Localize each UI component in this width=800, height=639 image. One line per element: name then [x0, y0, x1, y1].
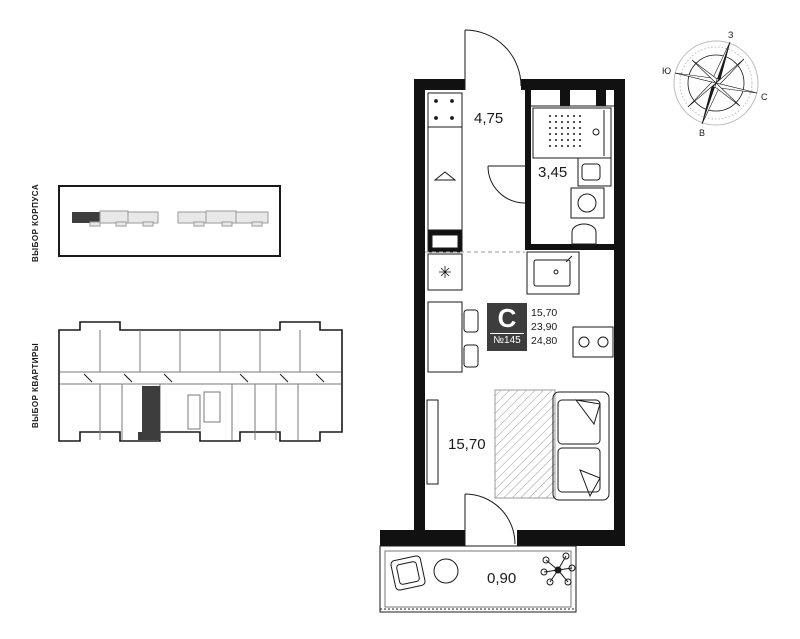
compass-east-label: С: [761, 92, 768, 102]
rug: [494, 389, 556, 499]
compass-icon: [673, 40, 759, 126]
balcony-door: [464, 493, 516, 546]
dining-table: [427, 301, 479, 373]
balcony-armchair: [390, 555, 426, 591]
stove: [572, 326, 614, 358]
balcony: [379, 545, 577, 613]
entrance-door: [464, 29, 522, 90]
compass-south-label: В: [699, 128, 705, 138]
apartment-plan: 4,75 3,45 15,70 0,90: [379, 29, 625, 613]
compass-north-label: З: [728, 30, 733, 40]
room-area-bathroom: 3,45: [538, 164, 567, 181]
sofa: [552, 391, 610, 501]
building-selector[interactable]: [58, 185, 281, 257]
building-selector-label: ВЫБОР КОРПУСА: [31, 184, 40, 262]
building-block-selected[interactable]: [72, 212, 100, 223]
wardrobe: [427, 253, 463, 291]
room-area-balcony: 0,90: [487, 570, 516, 587]
bathroom-door: [487, 165, 526, 204]
balcony-table: [433, 558, 459, 584]
selected-apartment-highlight[interactable]: [138, 386, 160, 440]
apartment-selector-label: ВЫБОР КВАРТИРЫ: [31, 343, 40, 428]
building-block-group-1[interactable]: [89, 210, 159, 227]
washbasin: [577, 157, 612, 187]
apartment-number: №145: [490, 333, 524, 348]
apartment-type: С: [497, 303, 517, 333]
washing-machine: [570, 187, 605, 219]
building-block-group-2[interactable]: [177, 210, 269, 227]
apartment-areas: 15,70 23,90 24,80: [531, 306, 557, 348]
apartment-selector[interactable]: [58, 321, 343, 442]
area-living: 15,70: [531, 307, 558, 319]
area-total: 23,90: [531, 321, 558, 333]
shower-cabin: [532, 107, 612, 159]
room-area-kitchen-hall: 4,75: [474, 110, 503, 127]
kitchen-sink: [526, 251, 580, 295]
plant: [540, 552, 576, 586]
tv-stand: [426, 399, 439, 485]
area-total-with-balcony: 24,80: [531, 335, 558, 347]
apartment-type-badge: С №145: [487, 303, 527, 351]
room-area-living: 15,70: [448, 436, 486, 453]
kitchen-counter: [427, 92, 463, 253]
compass-west-label: Ю: [662, 66, 671, 76]
toilet: [571, 223, 597, 245]
